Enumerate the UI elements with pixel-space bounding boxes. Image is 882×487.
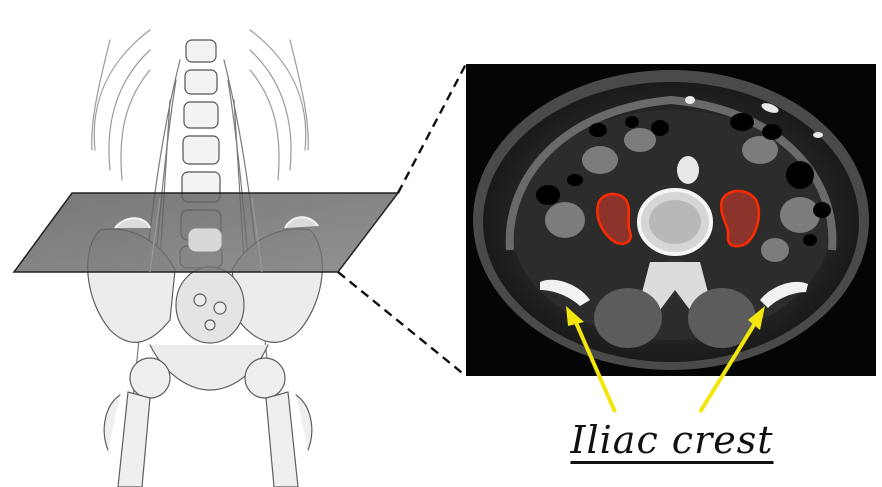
axial-plane bbox=[14, 193, 398, 272]
caption-label: Iliac crest bbox=[552, 418, 792, 462]
ct-axial-slice bbox=[466, 64, 876, 376]
